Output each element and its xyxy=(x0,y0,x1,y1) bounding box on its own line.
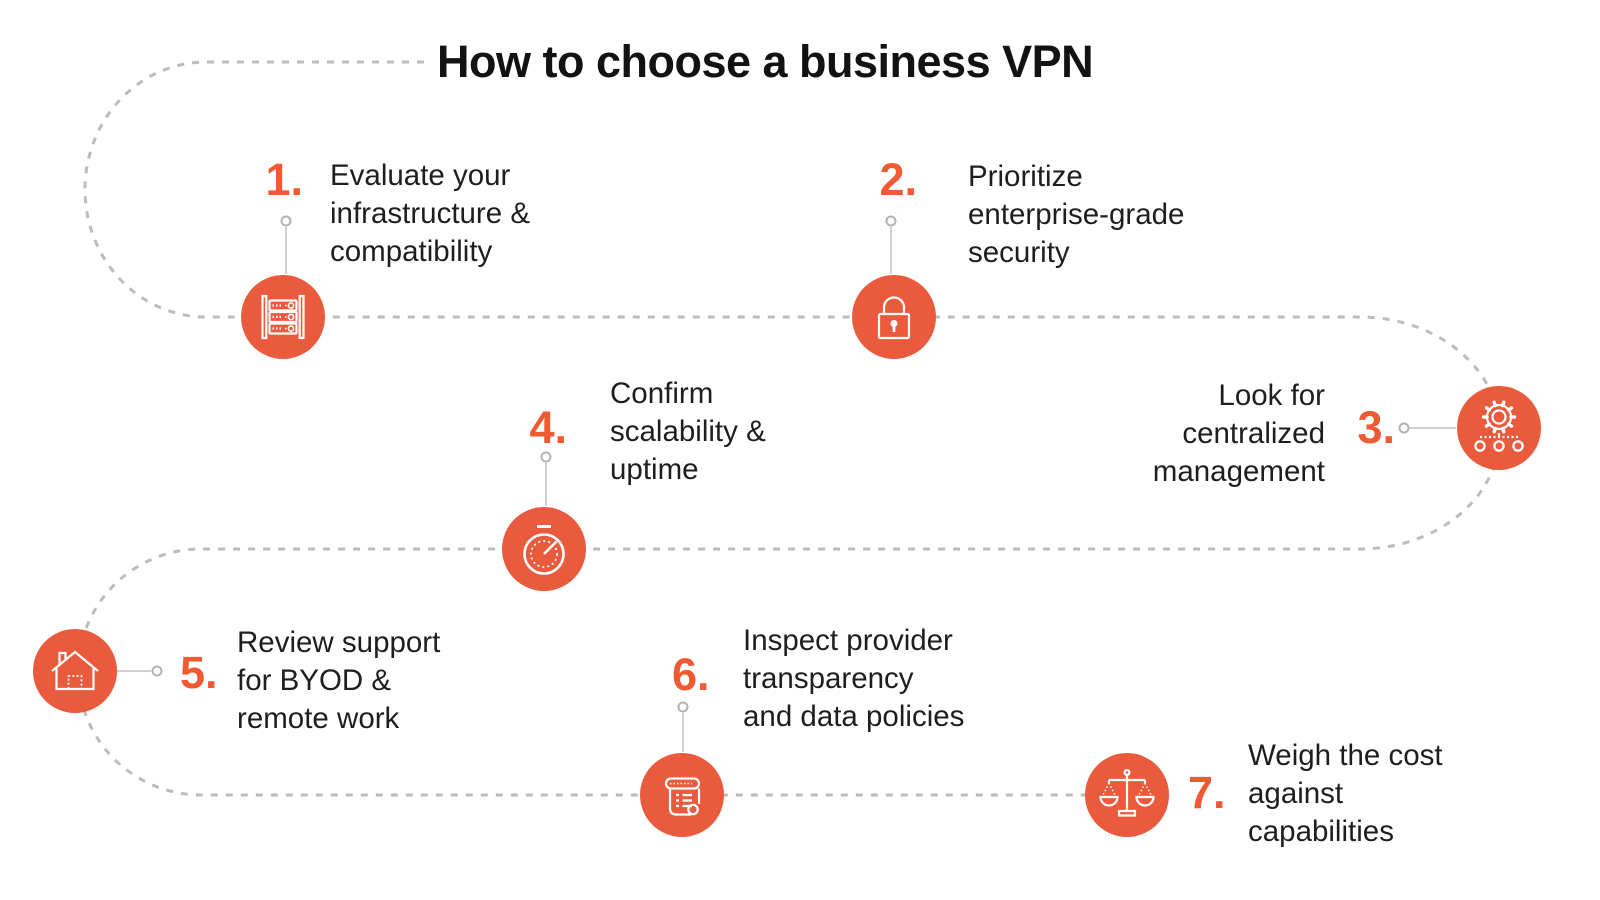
step-3-number: 3. xyxy=(1357,402,1395,453)
step-4-text: Confirm scalability & uptime xyxy=(610,377,766,486)
connector-dot xyxy=(280,215,292,227)
step-2-text: Prioritize enterprise-grade security xyxy=(968,160,1185,269)
step-1-icon-badge xyxy=(241,275,325,359)
connector-dots xyxy=(151,215,1410,713)
step-7-text: Weigh the cost against capabilities xyxy=(1248,739,1443,848)
connector-dot xyxy=(885,215,897,227)
house-icon xyxy=(51,650,99,691)
step-4-number: 4. xyxy=(529,402,567,453)
connector-dot xyxy=(540,451,552,463)
step-6-icon-badge xyxy=(640,753,724,837)
step-5-icon-badge xyxy=(33,629,117,713)
balance-scale-icon xyxy=(1099,769,1155,817)
step-2-icon-badge xyxy=(852,275,936,359)
step-3-icon-badge xyxy=(1457,386,1541,470)
step-6-text: Inspect provider transparency and data p… xyxy=(743,624,965,733)
step-1-number: 1. xyxy=(265,154,303,205)
step-7-number: 7. xyxy=(1188,767,1226,818)
connector-dot xyxy=(677,701,689,713)
step-3-text: Look for centralized management xyxy=(1152,379,1325,488)
connector-dot xyxy=(151,665,163,677)
gear-network-icon xyxy=(1474,400,1524,452)
scroll-icon xyxy=(664,777,701,816)
step-2-number: 2. xyxy=(879,154,917,205)
server-rack-icon xyxy=(261,294,305,340)
stopwatch-icon xyxy=(523,525,565,575)
padlock-icon xyxy=(877,296,911,340)
page-title: How to choose a business VPN xyxy=(437,36,1094,87)
connector-dot xyxy=(1398,422,1410,434)
step-1-text: Evaluate your infrastructure & compatibi… xyxy=(330,159,531,268)
step-6-number: 6. xyxy=(672,649,710,700)
step-4-icon-badge xyxy=(502,507,586,591)
step-7-icon-badge xyxy=(1085,753,1169,837)
step-5-number: 5. xyxy=(180,647,218,698)
connector-lines xyxy=(117,227,1456,752)
step-5-text: Review support for BYOD & remote work xyxy=(237,626,441,735)
